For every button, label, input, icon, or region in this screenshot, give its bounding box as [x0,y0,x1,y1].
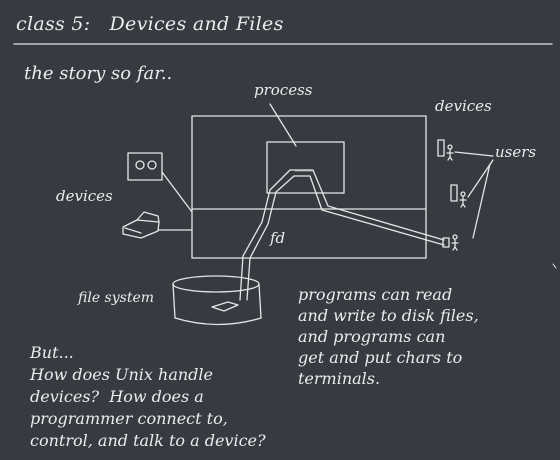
fd-connector-line [239,169,295,301]
disk-file-icon [211,301,239,312]
slide-title: class 5: Devices and Files [16,13,284,35]
devices-label-right: devices [435,97,492,115]
users-label: users [495,143,537,161]
user-terminal-icon [450,184,467,208]
terminal-connector-line [289,169,445,246]
speaker-connector-line [161,171,193,213]
filesystem-cylinder-icon [172,275,262,326]
kernel-box [191,115,427,259]
user-terminal-icon [442,234,459,251]
users-arrows [454,151,494,239]
slide-subtitle: the story so far.. [24,63,173,84]
user-terminal-icon [437,139,454,161]
process-label: process [254,81,313,99]
devices-label-left: devices [56,187,113,205]
process-box [266,141,345,194]
programs-note: programs can read and write to disk file… [298,285,479,388]
process-pointer-line [269,103,297,147]
speaker-device-icon [127,152,163,181]
filesystem-label: file system [78,290,155,306]
fd-label: fd [270,229,286,247]
printer-device-icon [122,211,160,239]
question-text: But... How does Unix handle devices? How… [30,343,266,450]
